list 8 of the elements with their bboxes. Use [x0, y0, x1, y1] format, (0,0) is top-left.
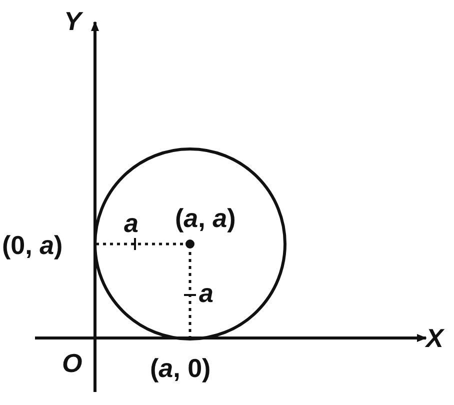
coordinate-label: (0, a)	[2, 232, 63, 258]
axis-label: Y	[64, 8, 82, 34]
length-label: a	[199, 280, 214, 306]
coordinate-label: (a, 0)	[150, 355, 211, 381]
coordinate-label: (a, a)	[175, 205, 236, 231]
axis-label: X	[426, 325, 444, 351]
length-label: a	[124, 210, 138, 236]
origin-label: O	[62, 350, 82, 376]
